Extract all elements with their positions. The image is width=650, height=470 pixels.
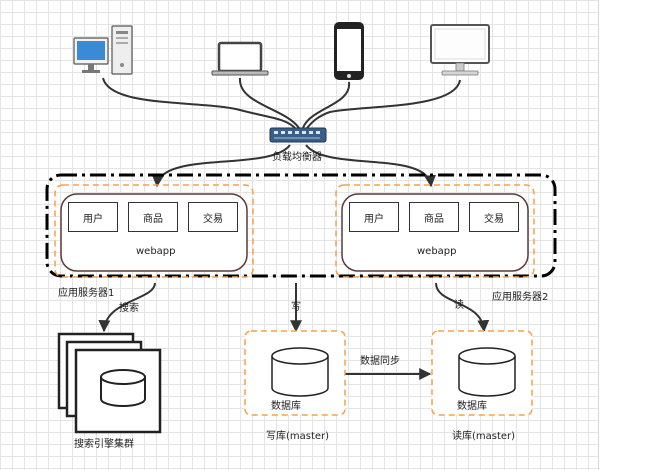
load-balancer-icon bbox=[269, 127, 327, 143]
client-connections bbox=[102, 77, 461, 129]
write-edge-label: 写 bbox=[291, 302, 301, 313]
server-1-module-user: 用户 bbox=[68, 202, 118, 232]
sync-edge-label: 数据同步 bbox=[360, 356, 400, 367]
app-server-cluster-frame bbox=[45, 173, 557, 278]
server-2-caption: 应用服务器2 bbox=[492, 292, 549, 303]
server-1-module-trade: 交易 bbox=[188, 202, 238, 232]
read-db-label: 数据库 bbox=[457, 401, 487, 412]
server-1-webapp-label: webapp bbox=[136, 246, 176, 257]
read-db-cylinder-icon bbox=[458, 347, 516, 397]
smartphone-icon bbox=[334, 22, 364, 80]
load-balancer-label: 负载均衡器 bbox=[272, 152, 322, 163]
server-1-caption: 应用服务器1 bbox=[58, 288, 115, 299]
server-outgoing-edges bbox=[98, 282, 490, 380]
write-db-cylinder-icon bbox=[271, 347, 329, 397]
read-edge-label: 读 bbox=[454, 300, 464, 311]
write-db-caption: 写库(master) bbox=[266, 431, 330, 442]
server-2-module-trade: 交易 bbox=[469, 202, 519, 232]
server-2-webapp-label: webapp bbox=[417, 246, 457, 257]
read-db-caption: 读库(master) bbox=[452, 431, 516, 442]
search-cluster-caption: 搜索引擎集群 bbox=[74, 439, 134, 450]
search-edge-label: 搜索 bbox=[119, 303, 139, 314]
write-db-label: 数据库 bbox=[271, 401, 301, 412]
page-edge bbox=[598, 0, 650, 470]
server-2-module-user: 用户 bbox=[349, 202, 399, 232]
search-cluster-icon bbox=[57, 332, 162, 434]
desktop-pc-icon bbox=[73, 25, 133, 75]
monitor-icon bbox=[430, 24, 490, 76]
server-2-module-product: 商品 bbox=[409, 202, 459, 232]
server-1-module-product: 商品 bbox=[128, 202, 178, 232]
app-server-1-box bbox=[54, 184, 254, 278]
app-server-2-box bbox=[335, 184, 535, 278]
laptop-icon bbox=[211, 41, 269, 76]
